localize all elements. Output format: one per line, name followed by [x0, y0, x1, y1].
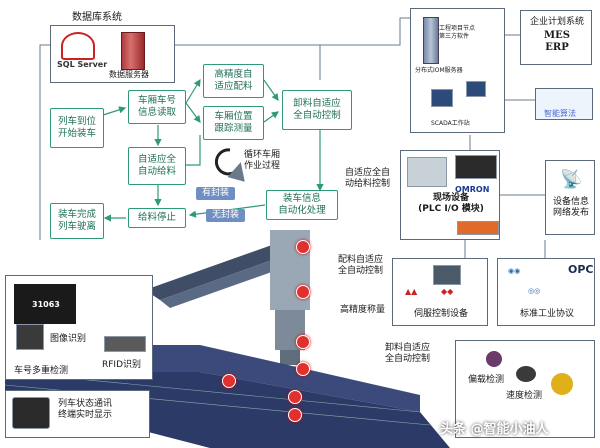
hmi-display-icon: [455, 155, 497, 179]
scada-server-icon: [423, 17, 439, 64]
scada-caption: SCADA工作站: [431, 120, 470, 127]
deviation-sensor-icon: [486, 351, 502, 367]
multi-check-label: 车号多重检测: [14, 366, 69, 376]
database-server-icon: [121, 32, 145, 70]
enterprise-panel: 企业计划系统 MES ERP: [520, 10, 592, 65]
field-devices-panel: 现场设备 (PLC I/O 模块) OMRON: [400, 150, 500, 240]
flow-finish: 装车完成 列车驶离: [50, 203, 104, 239]
detection-point: [288, 408, 302, 422]
enterprise-erp: ERP: [545, 42, 569, 53]
flow-position-tracking: 车厢位置 跟踪测量: [203, 106, 264, 140]
flow-adaptive-batching: 高精度自 适应配料: [203, 64, 264, 98]
flow-car-info-processing: 装车信息 自动化处理: [266, 190, 338, 220]
io-module-icon: [457, 221, 499, 235]
protocol-logo-icon: ◉◉: [508, 267, 521, 275]
sql-server-brand: SQL Server: [57, 60, 108, 69]
servo-panel: ▲▲ ◆◆ 伺服控制设备: [392, 258, 488, 326]
speed-sensor-icon: [551, 373, 573, 395]
detection-point: [296, 285, 310, 299]
database-server-label: 数据服务器: [109, 70, 149, 79]
flow-arrive: 列车到位 开始装车: [50, 108, 104, 148]
cycle-arrow-icon: [214, 148, 245, 182]
workstation-monitor-icon: [431, 89, 453, 107]
flow-cycle-label: 循环车厢 作业过程: [244, 150, 281, 171]
camera-icon: [16, 324, 44, 350]
servo-brand-logo-icon: ◆◆: [441, 287, 454, 296]
enterprise-title: 企业计划系统: [529, 17, 584, 27]
database-panel: SQL Server 数据服务器: [50, 25, 175, 83]
rfid-label: RFID识别: [102, 360, 142, 370]
smart-algorithm-label: 智能算法: [544, 109, 576, 118]
scada-db-label: 分布式IOM服务器: [415, 67, 463, 74]
scada-panel: 工程项目节点 第三方软件 分布式IOM服务器 SCADA工作站: [410, 8, 505, 133]
opc-label: OPC: [568, 263, 594, 276]
detection-point: [288, 390, 302, 404]
servo-motor-icon: [433, 265, 461, 285]
servo-brand-logo-icon: ▲▲: [405, 287, 418, 296]
flow-adaptive-feeding: 自适应全 自动给料: [128, 147, 186, 185]
flow-stop-feeding: 给料停止: [128, 208, 186, 228]
smart-algorithm-panel: 智能算法: [535, 88, 593, 120]
terminal-display-icon: [12, 397, 50, 429]
watermark: 头条 @智能小油人: [440, 422, 549, 437]
image-recognition-label: 图像识别: [50, 334, 87, 344]
speed-sensor-icon: [516, 366, 536, 382]
rfid-reader-icon: [104, 336, 146, 352]
detection-point: [296, 240, 310, 254]
flow-sealed-tag: 有封装: [196, 187, 236, 200]
speed-label: 速度检测: [506, 391, 543, 401]
detection-point: [296, 335, 310, 349]
detection-point: [222, 374, 236, 388]
servo-title: 伺服控制设备: [413, 309, 468, 319]
car-number-image: 31063: [14, 284, 76, 324]
unload-control-label: 卸料自适应 全自动控制: [385, 343, 431, 364]
recognition-panel: 31063 图像识别 车号多重检测 RFID识别: [5, 275, 153, 380]
device-info-label: 设备信息 网络发布: [552, 197, 589, 218]
terminal-label: 列车状态通讯 终端实时显示: [58, 399, 113, 420]
field-adaptive-label: 自适应全自 动给料控制: [345, 168, 391, 189]
scada-station-label: 工程项目节点 第三方软件: [439, 25, 476, 40]
field-devices-title: 现场设备 (PLC I/O 模块): [418, 193, 484, 214]
protocol-logo-icon: ◎◎: [528, 287, 541, 295]
flow-read-car-number: 车厢车号 信息读取: [128, 90, 186, 124]
flow-unload-auto-control: 卸料自适应 全自动控制: [282, 90, 352, 130]
protocol-title: 标准工业协议: [519, 309, 574, 319]
plc-module-icon: [407, 157, 447, 187]
enterprise-mes: MES: [544, 30, 570, 41]
batching-control-label: 配料自适应 全自动控制: [338, 255, 384, 276]
car-number-value: 31063: [32, 300, 60, 309]
terminal-panel: 列车状态通讯 终端实时显示: [5, 390, 150, 438]
deviation-label: 偏载检测: [468, 375, 505, 385]
protocol-panel: ◉◉ OPC ◎◎ 标准工业协议: [497, 258, 595, 326]
wireless-tower-icon: 📡: [560, 169, 583, 190]
flow-unsealed-tag: 无封装: [206, 209, 246, 222]
workstation-monitor-icon: [466, 81, 486, 97]
device-info-panel: 📡 设备信息 网络发布: [545, 160, 595, 235]
sql-server-logo-icon: [61, 32, 95, 60]
high-precision-weighing-label: 高精度称量: [340, 305, 386, 315]
database-title: 数据库系统: [72, 12, 122, 23]
omron-brand: OMRON: [455, 185, 490, 194]
sensors-panel: 偏载检测 速度检测: [455, 340, 595, 438]
detection-point: [296, 362, 310, 376]
